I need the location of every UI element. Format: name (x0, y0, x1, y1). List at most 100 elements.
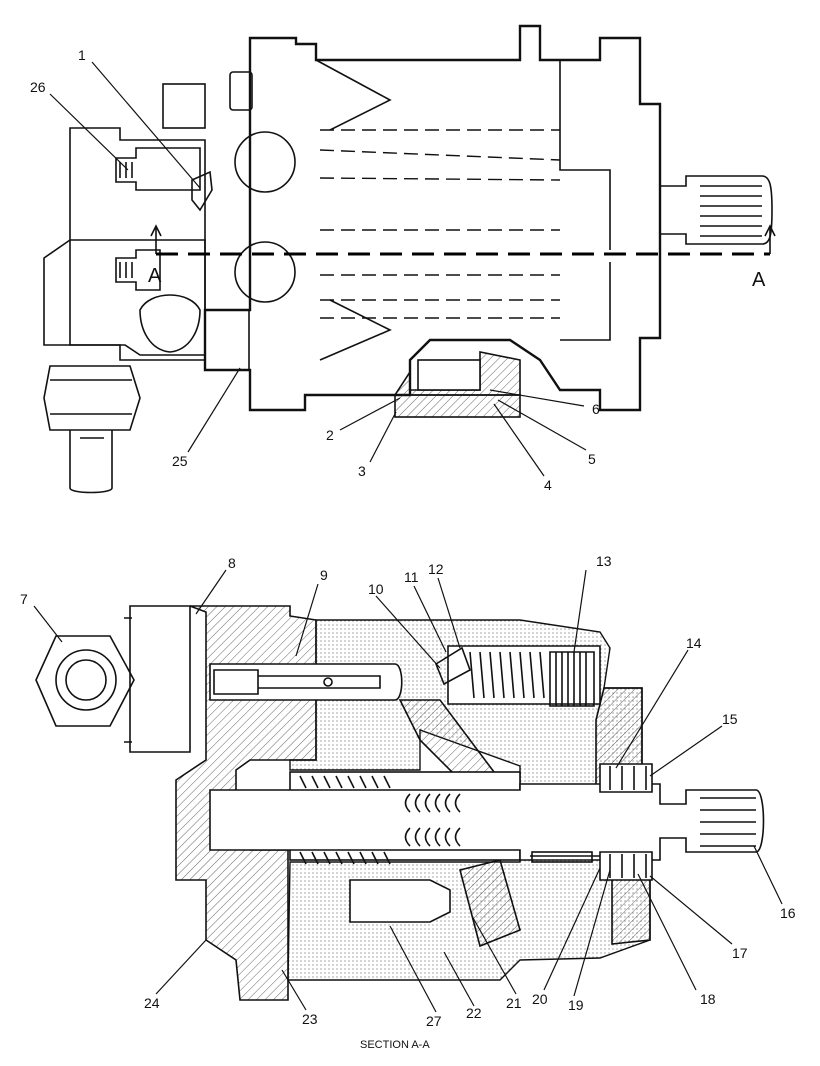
leader-16 (753, 845, 783, 905)
bottom-port-plate (394, 394, 521, 418)
leader-4 (493, 403, 545, 477)
callout-2: 2 (326, 427, 334, 443)
compensator-block (43, 239, 206, 356)
leader-25 (187, 367, 241, 453)
upper-port-boss (234, 131, 296, 193)
output-splines (700, 797, 756, 847)
drive-shaft-top (659, 175, 773, 245)
piston-27 (349, 879, 451, 923)
hex-fitting-bore (65, 659, 107, 701)
spool-hole (323, 677, 333, 687)
housing-step-upper (559, 60, 611, 250)
callout-10: 10 (368, 581, 384, 597)
callout-26: 26 (30, 79, 46, 95)
leader-1 (91, 61, 201, 189)
leader-9 (295, 583, 319, 657)
section-mark-right: A (752, 269, 766, 291)
callout-25: 25 (172, 453, 188, 469)
callout-9: 9 (320, 567, 328, 583)
hidden-line-3 (319, 177, 561, 181)
section-mark-left: A (148, 265, 162, 287)
hex-fitting-ring (55, 649, 117, 711)
callout-24: 24 (144, 995, 160, 1011)
leader-18 (637, 873, 697, 991)
ball-seat-10 (435, 646, 471, 686)
top-view: A A 1 26 25 2 3 4 5 6 (30, 24, 776, 494)
callout-21: 21 (506, 995, 522, 1011)
adjuster-plug-13 (549, 651, 595, 707)
bearing-rollers (609, 766, 647, 878)
leader-14 (615, 649, 689, 769)
callout-13: 13 (596, 553, 612, 569)
bottom-port-cap (417, 359, 481, 391)
leader-7 (33, 605, 63, 643)
section-arrow-left (150, 224, 162, 254)
leader-15 (649, 725, 723, 777)
control-block-outline (124, 605, 191, 753)
upper-adjuster (115, 147, 201, 191)
callout-6: 6 (592, 401, 600, 417)
hidden-line-2 (319, 149, 561, 161)
swashplate-lower (459, 859, 521, 948)
leader-5 (497, 399, 587, 451)
leader-12 (437, 577, 461, 649)
lower-adjuster (115, 249, 161, 291)
side-plug (204, 309, 250, 371)
shaft-splines-mid (404, 793, 461, 847)
top-fitting (162, 83, 206, 129)
pin-1-shape (191, 170, 213, 212)
leader-17 (649, 875, 733, 945)
leader-27 (389, 925, 437, 1013)
elbow-fitting-tube (69, 430, 113, 494)
housing-taper-upper (315, 59, 392, 131)
callout-20: 20 (532, 991, 548, 1007)
leader-20 (543, 867, 601, 991)
section-view: 7 8 9 10 11 12 13 14 15 16 17 18 19 20 2… (20, 553, 796, 1051)
callout-11: 11 (404, 569, 419, 585)
callout-12: 12 (428, 561, 444, 577)
pump-housing-outline (203, 24, 662, 412)
callout-7: 7 (20, 591, 28, 607)
top-bolt-head (229, 71, 253, 111)
drive-shaft (209, 783, 765, 861)
control-spring (469, 651, 545, 699)
leader-23 (281, 969, 307, 1011)
callout-5: 5 (588, 451, 596, 467)
callout-15: 15 (722, 711, 738, 727)
callout-3: 3 (358, 463, 366, 479)
elbow-fitting-hex (43, 365, 141, 431)
callout-16: 16 (780, 905, 796, 921)
leader-8 (195, 569, 227, 615)
leader-22 (443, 951, 475, 1007)
leader-19 (573, 869, 611, 997)
callout-17: 17 (732, 945, 748, 961)
leader-26 (49, 93, 129, 171)
lower-left-boss (139, 294, 201, 353)
callout-14: 14 (686, 635, 702, 651)
shaft-splines-top (700, 185, 762, 237)
callout-1: 1 (78, 47, 86, 63)
barrel-spring-upper (299, 775, 391, 789)
hex-fitting-7 (35, 635, 135, 727)
callout-23: 23 (302, 1011, 318, 1027)
leader-6 (489, 389, 585, 407)
callout-8: 8 (228, 555, 236, 571)
leader-24 (155, 939, 207, 995)
leader-13 (573, 569, 587, 653)
needle-bearing (531, 851, 593, 863)
callout-22: 22 (466, 1005, 482, 1021)
lower-port-boss (234, 241, 296, 303)
callout-4: 4 (544, 477, 552, 493)
callout-18: 18 (700, 991, 716, 1007)
leader-2 (339, 397, 401, 431)
leader-11 (413, 585, 447, 653)
housing-step-lower (560, 262, 611, 341)
spool (213, 669, 381, 695)
leader-3 (369, 411, 397, 463)
leader-10 (375, 595, 441, 669)
callout-19: 19 (568, 997, 584, 1013)
barrel-spring-lower (299, 851, 391, 865)
section-arrow-right (764, 224, 776, 254)
rear-cover-outline (69, 127, 206, 361)
